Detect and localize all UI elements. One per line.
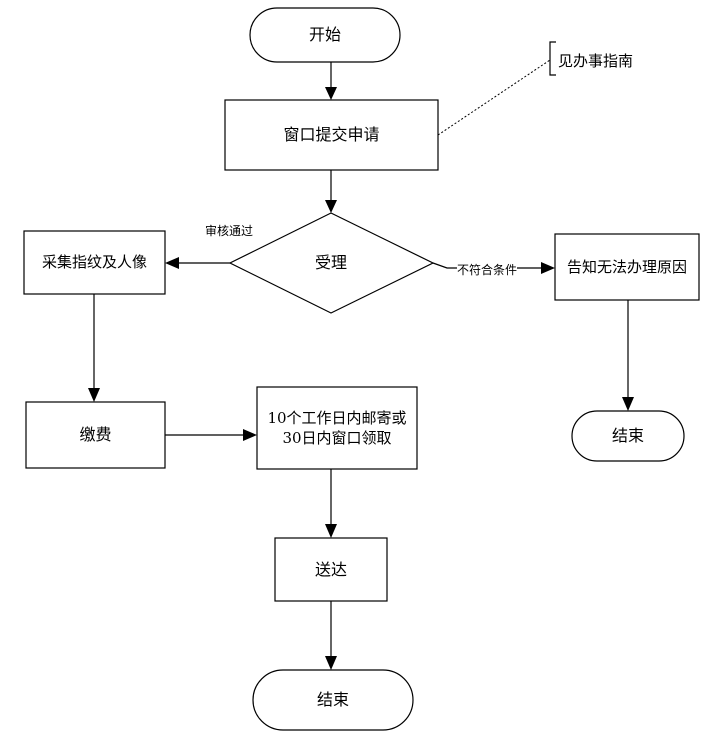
arrowhead-pay-mail: [243, 429, 257, 441]
start-label: 开始: [308, 25, 341, 45]
collect-label: 采集指纹及人像: [41, 253, 147, 272]
arrowhead-collect-pay: [88, 388, 100, 402]
arrowhead-accept-inform: [541, 262, 555, 274]
accept-decision-diamond: [228, 212, 435, 314]
arrowhead-mail-deliver: [325, 524, 337, 538]
arrowhead-accept-collect: [165, 257, 179, 269]
guide-annotation-bracket: [549, 41, 556, 76]
end-main-label: 结束: [316, 690, 349, 710]
deliver-label: 送达: [314, 559, 347, 579]
submit-process-box: [224, 99, 439, 171]
submit-label: 窗口提交申请: [283, 125, 380, 145]
guide-annotation-text: 见办事指南: [558, 52, 634, 70]
mail-process-box: [256, 386, 418, 470]
pay-label: 缴费: [79, 425, 112, 445]
accept-label: 受理: [314, 253, 347, 273]
arrowhead-deliver-end: [325, 656, 337, 670]
edge-label-approved: 审核通过: [205, 224, 254, 238]
arrowhead-submit-accept: [325, 200, 337, 213]
arrowhead-start-submit: [325, 87, 337, 100]
mail-label: 10个工作日内邮寄或30日内窗口领取: [267, 408, 407, 447]
guide-annotation-leader: [437, 59, 551, 136]
edge-label-rejected: 不符合条件: [457, 261, 518, 278]
end-reject-label: 结束: [611, 426, 644, 446]
start-terminator: [249, 7, 401, 63]
pay-process-box: [25, 401, 166, 469]
inform-process-box: [554, 233, 700, 301]
end-main-terminator: [252, 669, 414, 731]
inform-label: 告知无法办理原因: [566, 257, 687, 276]
arrowhead-inform-end: [622, 397, 634, 411]
